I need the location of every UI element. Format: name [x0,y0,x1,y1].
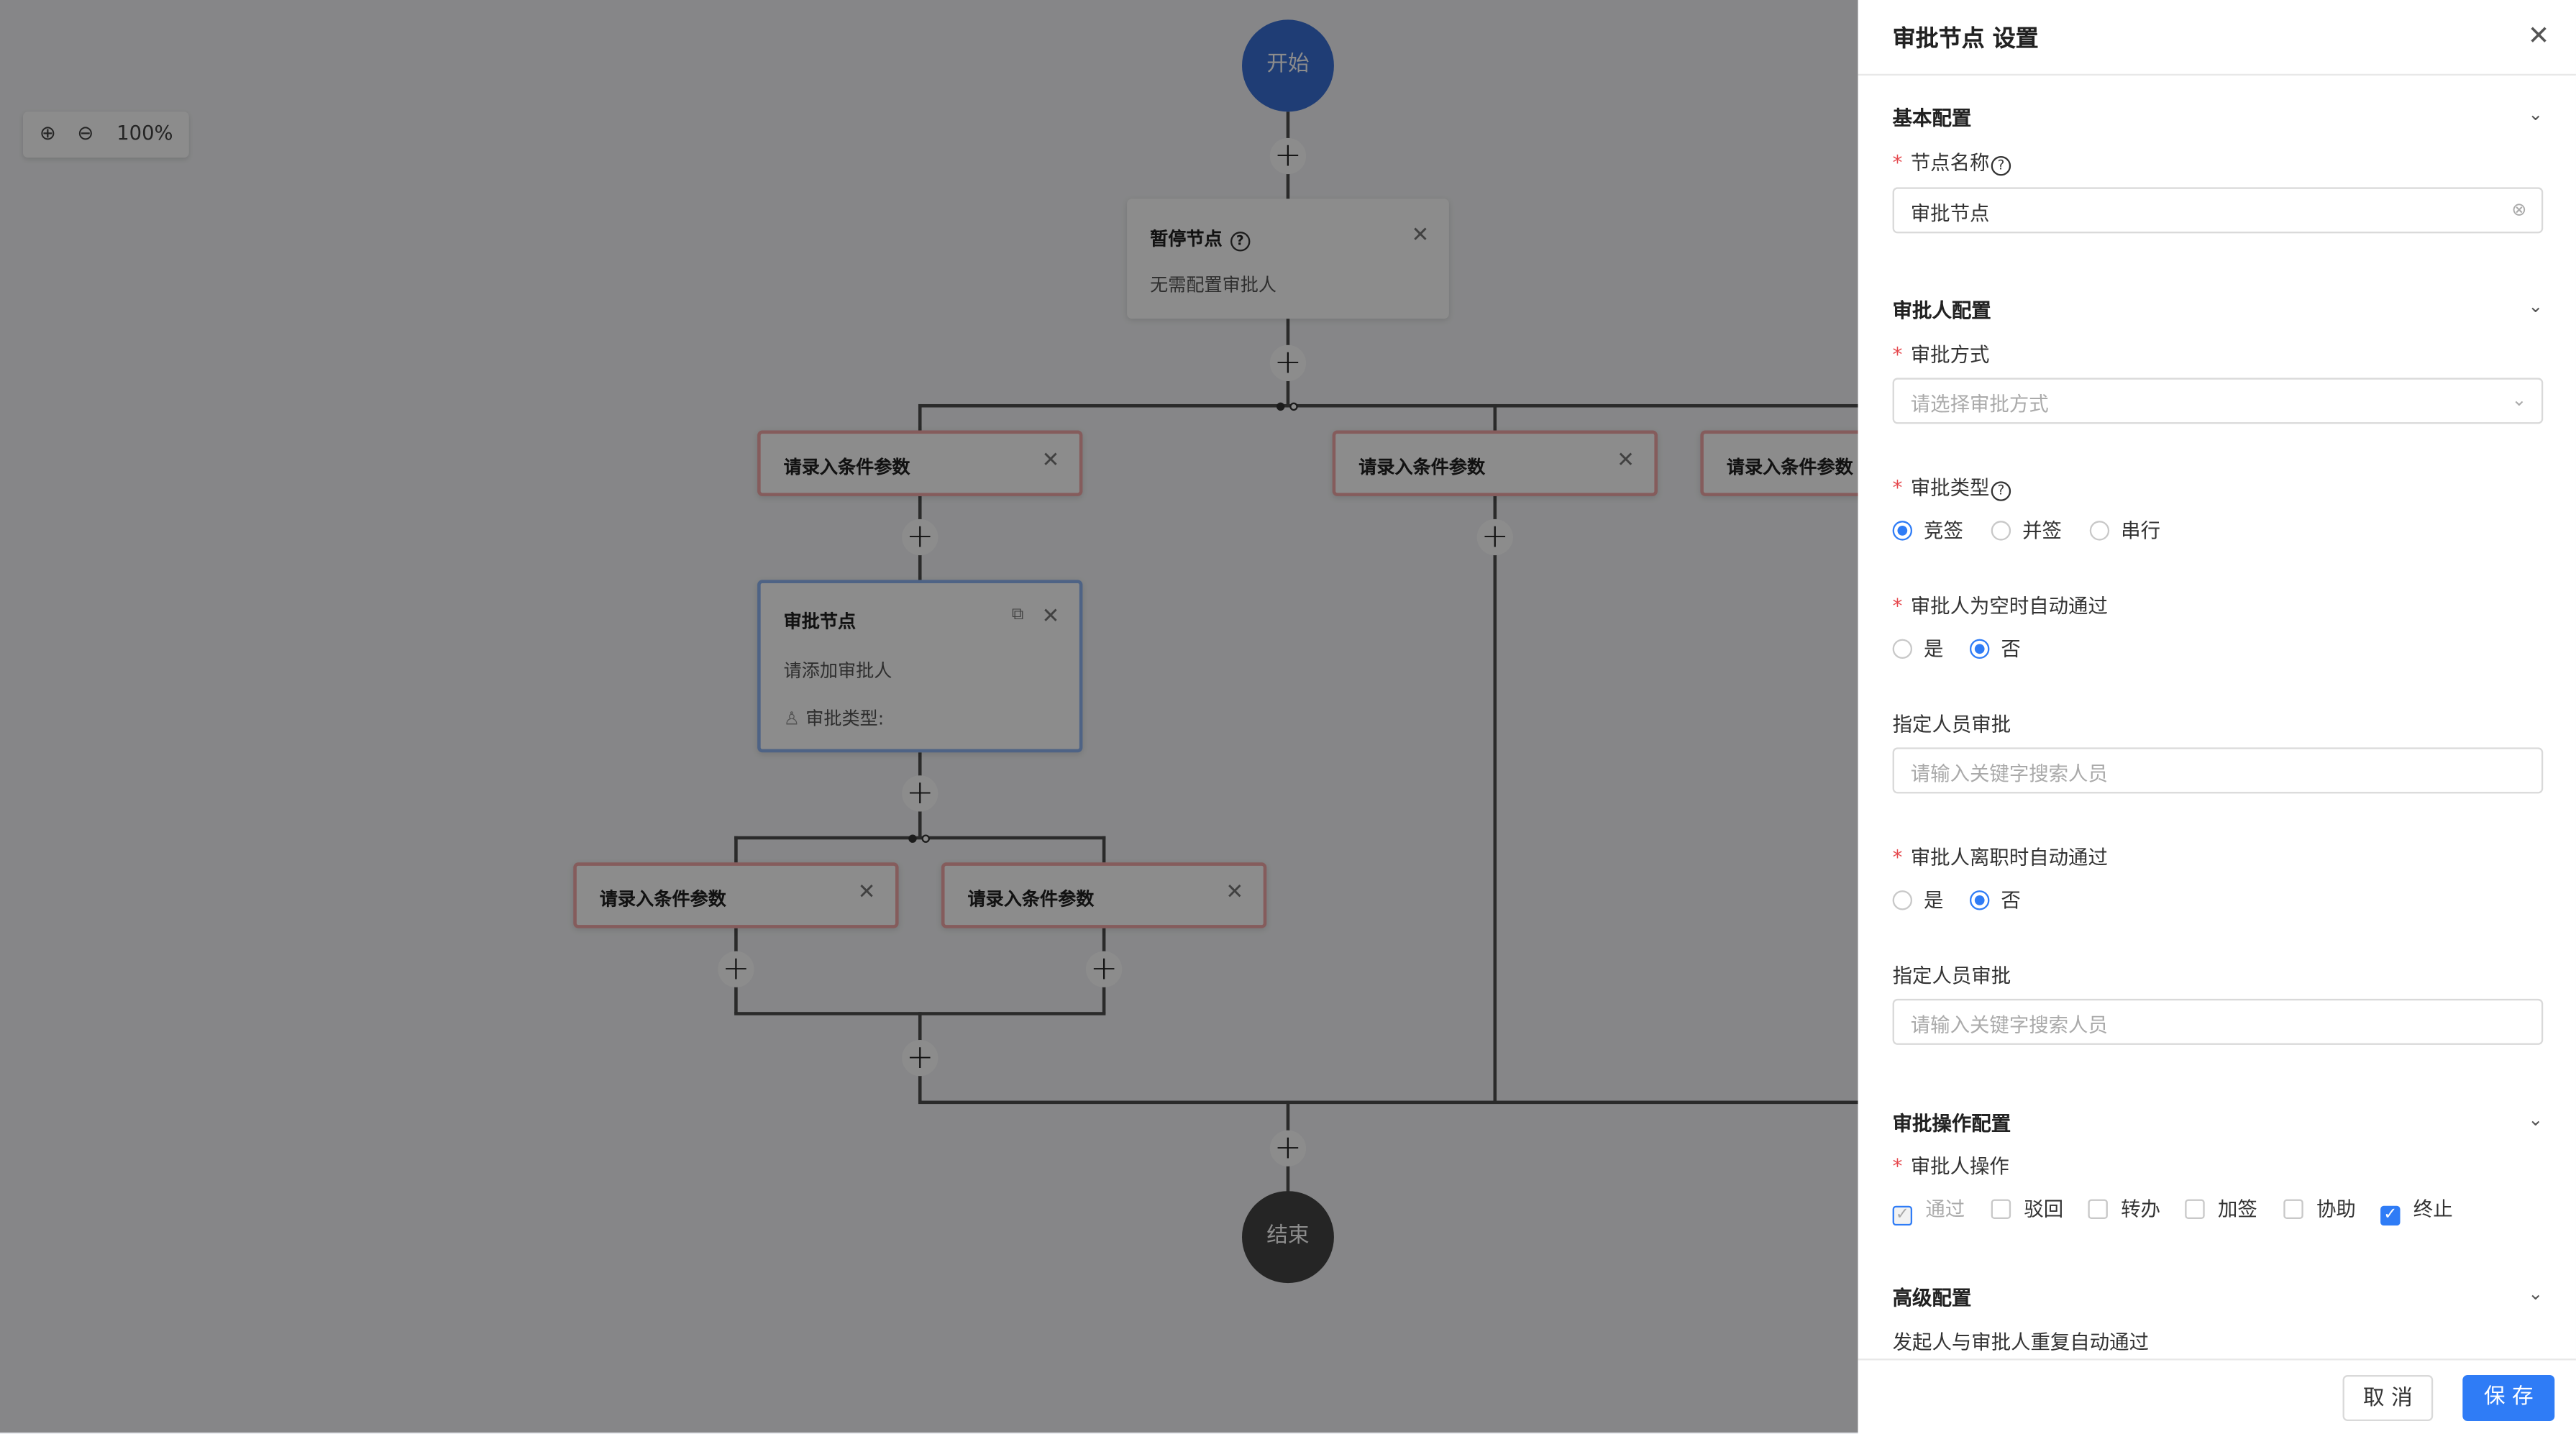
condition-label: 请录入条件参数 [1358,457,1486,478]
help-icon: ? [1991,481,2011,501]
condition-node[interactable]: 请录入条件参数 ✕ [1332,430,1658,496]
chevron-down-icon[interactable]: ⌄ [2528,296,2544,317]
radio-type-jingqian[interactable]: 竞签 [1892,516,1963,544]
condition-label: 请录入条件参数 [1726,457,1853,478]
assign-approver-label: 指定人员审批 [1892,713,2011,736]
branch-toggle-icon[interactable] [1276,402,1300,411]
section-advanced[interactable]: 高级配置 [1892,1286,1972,1310]
condition-node[interactable]: 请录入条件参数 ✕ [573,862,899,928]
user-icon: ♙ [783,708,800,730]
radio-empty-yes[interactable]: 是 [1892,634,1943,662]
approval-method-select[interactable]: 请选择审批方式 ⌄ [1892,378,2544,424]
connector-line [918,403,922,431]
close-icon[interactable]: ✕ [1041,448,1060,473]
connector-line [918,403,1858,408]
close-icon[interactable]: ✕ [1041,604,1060,629]
add-node-button[interactable]: + [902,775,938,812]
add-node-button[interactable]: + [1269,344,1307,381]
drawer-title: 审批节点 设置 [1892,26,2039,53]
add-node-button[interactable]: + [1085,951,1123,987]
assign-approver-label-2: 指定人员审批 [1892,964,2011,987]
add-node-button[interactable]: + [718,951,754,987]
checkbox-terminate[interactable]: ✓终止 [2380,1195,2453,1226]
approval-method-label: *审批方式 [1892,343,1990,367]
end-node[interactable]: 结束 [1242,1191,1334,1284]
approval-node-desc: 请添加审批人 [783,660,892,682]
connector-line [734,836,1106,840]
approval-node-title: 审批节点 [783,611,857,633]
assign-approver-input-2[interactable]: 请输入关键字搜索人员 [1892,998,2544,1045]
checkbox-assist[interactable]: 协助 [2283,1195,2356,1223]
close-icon[interactable]: ✕ [1411,223,1430,248]
checkbox-transfer[interactable]: 转办 [2088,1195,2160,1223]
chevron-down-icon: ⌄ [2511,389,2527,411]
chevron-down-icon[interactable]: ⌄ [2528,1108,2544,1131]
cancel-button[interactable]: 取 消 [2342,1375,2434,1422]
empty-auto-pass-label: *审批人为空时自动通过 [1892,594,2108,618]
zoom-out-icon[interactable]: ⊖ [77,122,94,145]
close-icon[interactable]: ✕ [857,880,876,905]
zoom-in-icon[interactable]: ⊕ [39,122,56,145]
pause-node-title: 暂停节点 ? [1150,225,1251,252]
drawer-header: 审批节点 设置 ✕ [1858,0,2576,76]
node-name-label: *节点名称? [1893,148,2011,176]
section-operations[interactable]: 审批操作配置 [1892,1112,2011,1136]
help-icon: ? [1230,232,1251,252]
resign-auto-pass-label: *审批人离职时自动通过 [1892,846,2108,869]
branch-toggle-icon[interactable] [908,834,931,843]
node-name-input[interactable]: 审批节点 ⊗ [1892,187,2544,234]
zoom-level: 100% [117,122,173,145]
add-node-button[interactable]: + [902,519,938,556]
approval-type-label: ♙ 审批类型: [783,708,885,730]
condition-label: 请录入条件参数 [599,888,726,910]
add-node-button[interactable]: + [902,1040,938,1077]
section-approver[interactable]: 审批人配置 [1892,298,1991,322]
radio-empty-no[interactable]: 否 [1969,634,2021,662]
condition-node[interactable]: 请录入条件参数 ✕ [757,430,1083,496]
zoom-toolbar: ⊕ ⊖ 100% [22,111,189,158]
condition-label: 请录入条件参数 [967,888,1095,910]
connector-line [918,1100,1858,1105]
chevron-down-icon[interactable]: ⌄ [2528,1283,2544,1305]
start-node[interactable]: 开始 [1242,19,1334,112]
assign-approver-input[interactable]: 请输入关键字搜索人员 [1892,747,2544,794]
close-icon[interactable]: ✕ [1225,880,1244,905]
checkbox-add-sign[interactable]: 加签 [2185,1195,2257,1223]
connector-line [1493,403,1497,431]
close-icon[interactable]: ✕ [1617,448,1635,473]
duplicate-auto-pass-label: 发起人与审批人重复自动通过 [1892,1330,2150,1354]
drawer-footer: 取 消 保 存 [1858,1358,2576,1434]
connector-line [1102,836,1106,863]
checkbox-pass[interactable]: ✓通过 [1892,1195,1965,1226]
add-node-button[interactable]: + [1269,138,1307,175]
connector-line [1493,495,1497,1102]
pause-node[interactable]: 暂停节点 ? ✕ 无需配置审批人 [1127,198,1449,319]
connector-line [734,836,738,863]
approval-type-label: *审批类型? [1893,473,2011,501]
checkbox-reject[interactable]: 驳回 [1991,1195,2063,1223]
radio-resign-no[interactable]: 否 [1969,885,2021,913]
save-button[interactable]: 保 存 [2462,1375,2555,1422]
radio-type-bingqian[interactable]: 并签 [1991,516,2062,544]
condition-label: 请录入条件参数 [783,457,910,478]
close-icon[interactable]: ✕ [2527,19,2550,51]
copy-icon[interactable]: ⧉ [1011,606,1024,625]
condition-node[interactable]: 请录入条件参数 ✕ [941,862,1267,928]
section-basic[interactable]: 基本配置 [1892,106,1972,130]
settings-drawer: 审批节点 设置 ✕ 基本配置 ⌄ *节点名称? 审批节点 ⊗ 审批人配置 ⌄ *… [1858,0,2576,1434]
pause-node-desc: 无需配置审批人 [1150,274,1276,296]
approver-ops-label: *审批人操作 [1892,1154,2009,1178]
clear-icon[interactable]: ⊗ [2511,198,2527,221]
add-node-button[interactable]: + [1476,519,1513,556]
radio-type-chuanxing[interactable]: 串行 [2089,516,2160,544]
add-node-button[interactable]: + [1269,1131,1307,1166]
chevron-down-icon[interactable]: ⌄ [2528,103,2544,125]
approval-node[interactable]: 审批节点 ⧉ ✕ 请添加审批人 ♙ 审批类型: [757,580,1083,753]
radio-resign-yes[interactable]: 是 [1892,885,1943,913]
modal-mask[interactable] [0,0,1858,1433]
help-icon: ? [1991,156,2011,176]
